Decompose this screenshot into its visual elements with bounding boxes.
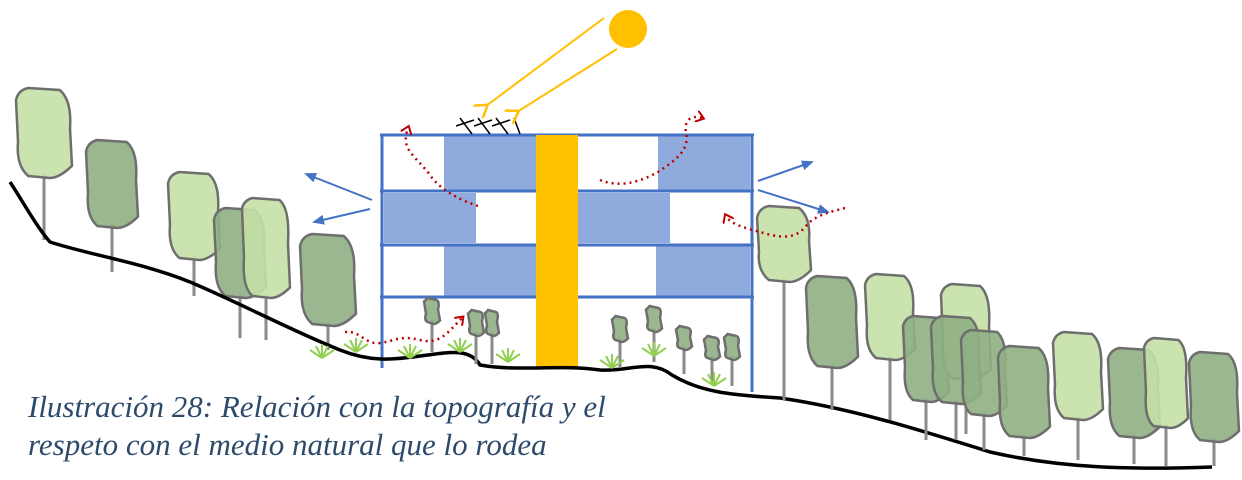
grass-icon xyxy=(447,338,473,353)
grass-group xyxy=(309,338,727,387)
solar-panel-icon xyxy=(455,117,521,135)
grass-icon xyxy=(701,372,727,387)
grass-icon xyxy=(495,348,521,363)
grass-icon xyxy=(599,354,625,369)
tree-icon xyxy=(702,334,722,384)
tree-icon xyxy=(483,308,501,364)
trees-right xyxy=(755,204,1241,466)
tree-icon xyxy=(1187,350,1241,466)
sun-rays xyxy=(486,17,618,112)
tree-icon xyxy=(14,86,74,240)
ground-line xyxy=(8,181,1213,470)
tree-icon xyxy=(644,304,664,362)
tree-icon xyxy=(298,232,358,350)
wind-arrows xyxy=(304,160,830,225)
tree-icon xyxy=(466,308,486,364)
trees-left xyxy=(14,86,358,350)
tree-icon xyxy=(674,324,694,374)
tree-icon xyxy=(959,328,1009,450)
caption-line-1: Ilustración 28: Relación con la topograf… xyxy=(28,389,606,424)
grass-icon xyxy=(641,342,667,357)
figure-caption: Ilustración 28: Relación con la topograf… xyxy=(28,388,668,464)
tree-icon xyxy=(166,170,222,296)
grass-icon xyxy=(397,344,423,359)
tree-icon xyxy=(1142,336,1190,466)
grass-icon xyxy=(309,344,335,359)
trees-small xyxy=(422,296,742,386)
tree-icon xyxy=(996,344,1052,456)
caption-line-2: respeto con el medio natural que lo rode… xyxy=(28,427,547,462)
tree-icon xyxy=(84,138,140,272)
tree-icon xyxy=(722,332,742,386)
tree-icon xyxy=(610,314,630,368)
building-panels xyxy=(384,135,750,296)
tree-icon xyxy=(422,296,442,352)
tree-icon xyxy=(755,204,813,400)
building-core xyxy=(536,135,578,367)
tree-icon xyxy=(1051,330,1105,460)
grass-icon xyxy=(343,338,369,353)
tree-icon xyxy=(240,196,292,340)
air-flow xyxy=(344,117,846,345)
building xyxy=(380,117,754,392)
tree-icon xyxy=(804,274,860,410)
sun-icon xyxy=(609,10,647,48)
